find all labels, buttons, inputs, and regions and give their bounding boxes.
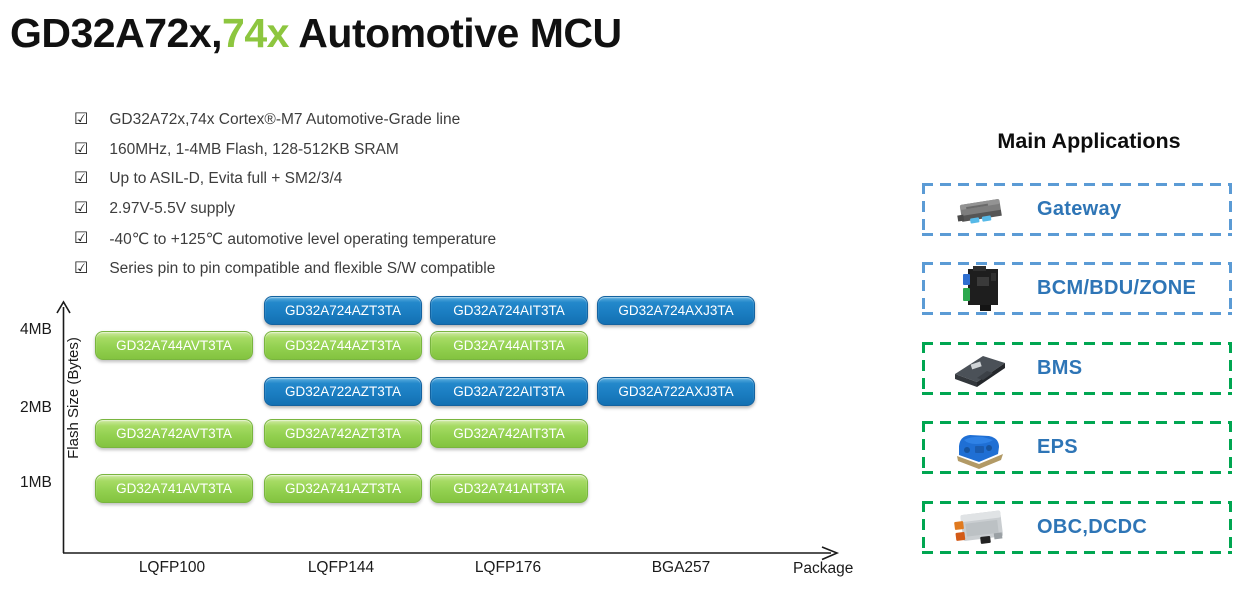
chip-gd32a724azt3ta: GD32A724AZT3TA — [264, 296, 422, 325]
y-tick-1mb: 1MB — [20, 474, 52, 491]
x-tick-lqfp100: LQFP100 — [138, 559, 206, 576]
gateway-module-icon — [932, 183, 1028, 236]
chip-gd32a744avt3ta: GD32A744AVT3TA — [95, 331, 253, 360]
app-label-bcm-bdu-zone: BCM/BDU/ZONE — [1037, 277, 1197, 299]
page-title: GD32A72x,74x Automotive MCU — [10, 10, 622, 57]
app-label-eps: EPS — [1037, 436, 1078, 458]
feature-item: ☑ Series pin to pin compatible and flexib… — [74, 254, 496, 284]
x-tick-lqfp144: LQFP144 — [307, 559, 375, 576]
x-tick-lqfp176: LQFP176 — [474, 559, 542, 576]
app-box-eps: EPS — [922, 421, 1232, 474]
x-tick-bga257: BGA257 — [651, 559, 711, 576]
chip-gd32a741ait3ta: GD32A741AIT3TA — [430, 474, 588, 503]
chip-gd32a722ait3ta: GD32A722AIT3TA — [430, 377, 588, 406]
chip-gd32a744ait3ta: GD32A744AIT3TA — [430, 331, 588, 360]
app-box-bms: BMS — [922, 342, 1232, 395]
feature-item: ☑ -40℃ to +125℃ automotive level operatin… — [74, 224, 496, 254]
checked-checkbox-icon: ☑ — [74, 230, 89, 248]
feature-item: ☑ GD32A72x,74x Cortex®-M7 Automotive-Grad… — [74, 105, 496, 135]
main-applications-heading: Main Applications — [997, 129, 1181, 153]
chip-gd32a742ait3ta: GD32A742AIT3TA — [430, 419, 588, 448]
chip-gd32a741avt3ta: GD32A741AVT3TA — [95, 474, 253, 503]
feature-text: 2.97V-5.5V supply — [109, 200, 236, 218]
app-label-gateway: Gateway — [1037, 198, 1122, 220]
chip-gd32a724ait3ta: GD32A724AIT3TA — [430, 296, 588, 325]
y-tick-4mb: 4MB — [20, 321, 52, 338]
obc-module-icon — [932, 501, 1028, 554]
chip-gd32a722azt3ta: GD32A722AZT3TA — [264, 377, 422, 406]
chip-gd32a724axj3ta: GD32A724AXJ3TA — [597, 296, 755, 325]
app-box-obc-dcdc: OBC,DCDC — [922, 501, 1232, 554]
checked-checkbox-icon: ☑ — [74, 200, 89, 218]
title-part-accent: 74x — [222, 10, 289, 56]
feature-text: -40℃ to +125℃ automotive level operating… — [109, 230, 497, 248]
app-box-bcm-bdu-zone: BCM/BDU/ZONE — [922, 262, 1232, 315]
chip-gd32a742azt3ta: GD32A742AZT3TA — [264, 419, 422, 448]
checked-checkbox-icon: ☑ — [74, 170, 89, 188]
checked-checkbox-icon: ☑ — [74, 259, 89, 277]
title-part-1: GD32A72x, — [10, 10, 223, 56]
feature-item: ☑ 2.97V-5.5V supply — [74, 194, 496, 224]
feature-item: ☑ Up to ASIL-D, Evita full + SM2/3/4 — [74, 165, 496, 195]
app-box-gateway: Gateway — [922, 183, 1232, 236]
feature-text: GD32A72x,74x Cortex®-M7 Automotive-Grade… — [109, 110, 461, 128]
chip-gd32a722axj3ta: GD32A722AXJ3TA — [597, 377, 755, 406]
checked-checkbox-icon: ☑ — [74, 110, 89, 128]
checked-checkbox-icon: ☑ — [74, 140, 89, 158]
feature-text: Series pin to pin compatible and flexibl… — [109, 259, 496, 277]
y-tick-2mb: 2MB — [20, 399, 52, 416]
feature-text: Up to ASIL-D, Evita full + SM2/3/4 — [109, 170, 343, 188]
feature-text: 160MHz, 1-4MB Flash, 128-512KB SRAM — [109, 140, 399, 158]
y-axis-label: Flash Size (Bytes) — [65, 337, 82, 459]
chip-gd32a742avt3ta: GD32A742AVT3TA — [95, 419, 253, 448]
bcm-module-icon — [932, 262, 1028, 315]
bms-module-icon — [932, 342, 1028, 395]
app-label-obc-dcdc: OBC,DCDC — [1037, 516, 1148, 538]
app-label-bms: BMS — [1037, 357, 1083, 379]
feature-list: ☑ GD32A72x,74x Cortex®-M7 Automotive-Grad… — [74, 105, 496, 284]
x-axis-label: Package — [793, 560, 854, 577]
title-part-3: Automotive MCU — [288, 10, 622, 56]
eps-module-icon — [932, 421, 1028, 474]
feature-item: ☑ 160MHz, 1-4MB Flash, 128-512KB SRAM — [74, 135, 496, 165]
chip-gd32a741azt3ta: GD32A741AZT3TA — [264, 474, 422, 503]
chip-gd32a744azt3ta: GD32A744AZT3TA — [264, 331, 422, 360]
